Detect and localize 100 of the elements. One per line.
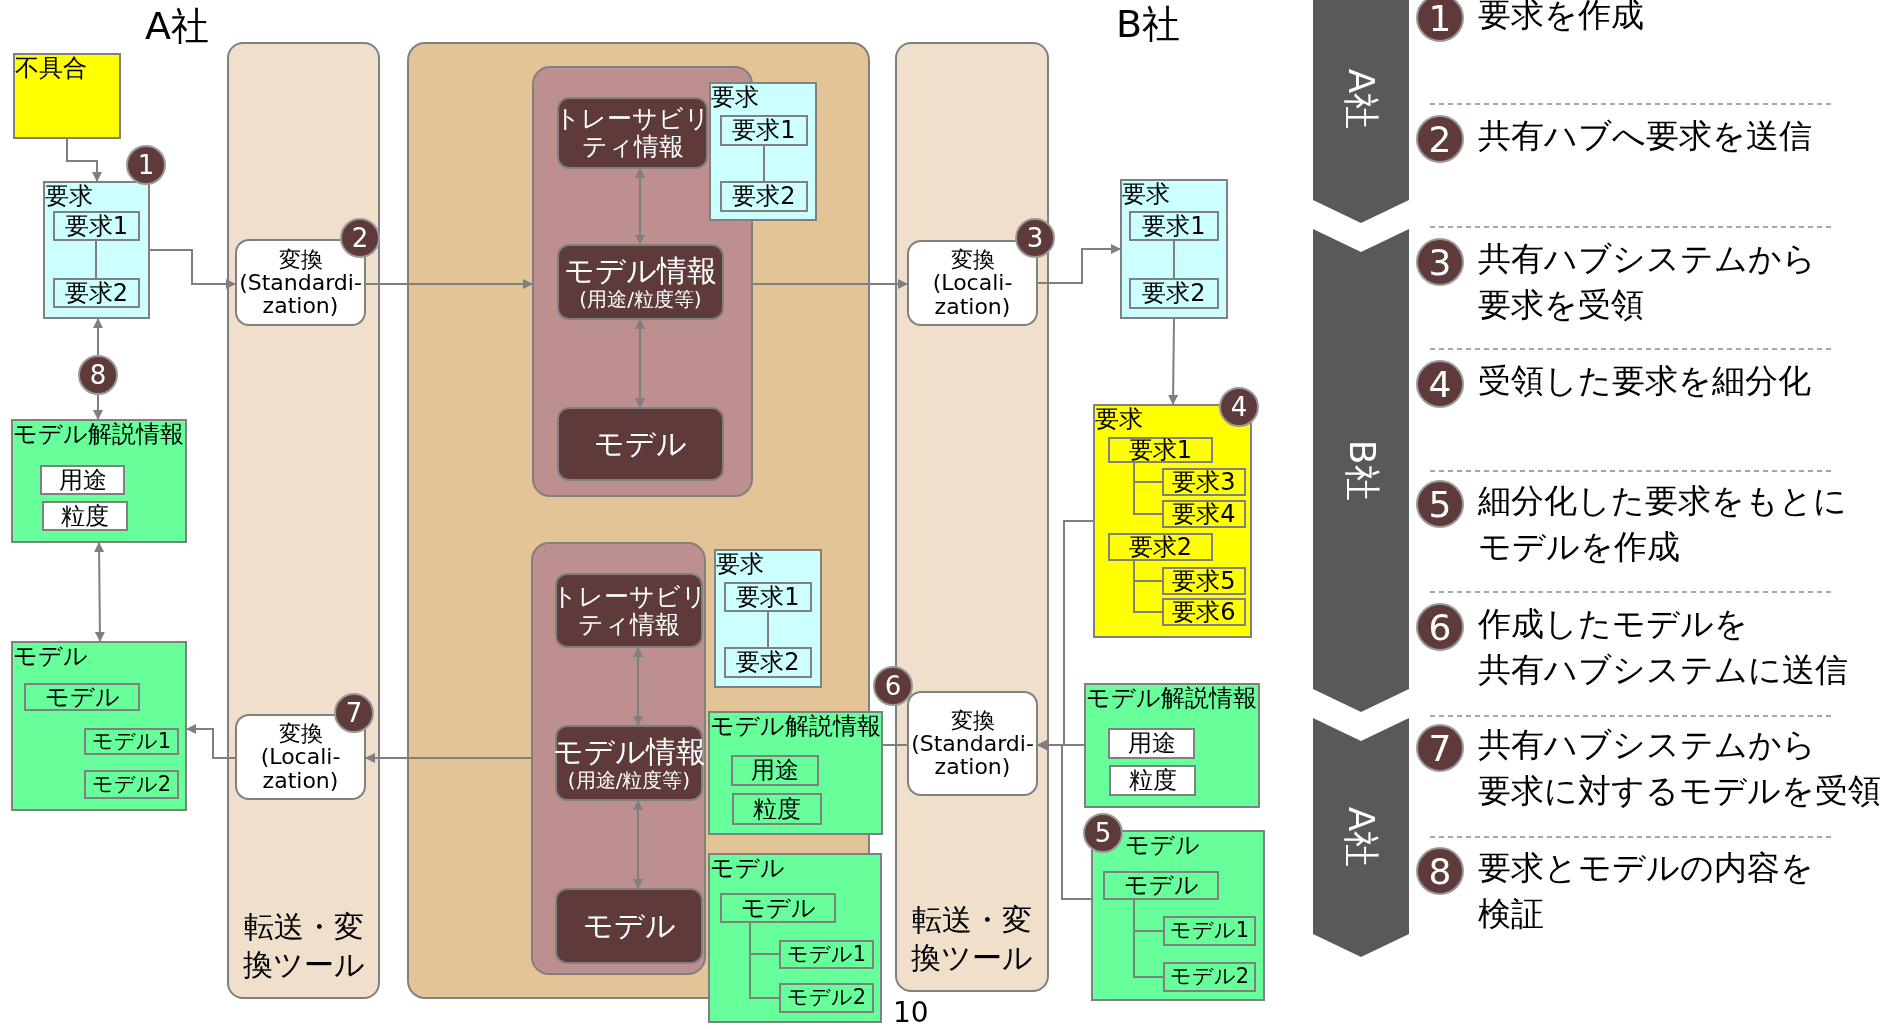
box-title: 要求 — [1095, 406, 1143, 433]
arrow — [1037, 244, 1121, 284]
arrow — [66, 138, 102, 182]
item-label: 要求2 — [1128, 533, 1193, 561]
block-label: モデル情報 — [564, 254, 717, 288]
arrow — [186, 724, 236, 759]
step-number: 6 — [1416, 603, 1464, 651]
item-label: 要求1 — [1142, 212, 1206, 240]
item-box — [720, 893, 836, 923]
connector-line — [1133, 462, 1163, 515]
arrow — [752, 279, 908, 289]
band-label: A社 — [1340, 69, 1382, 130]
item-box — [732, 793, 822, 825]
item-label: 要求6 — [1172, 598, 1236, 626]
connector-line — [763, 145, 765, 182]
band-label: A社 — [1340, 807, 1382, 868]
box-title: 要求 — [716, 551, 764, 578]
box-title: 要求 — [711, 84, 759, 111]
item-label: 用途 — [1127, 730, 1176, 757]
block-label: 変換 — [950, 248, 995, 272]
item-box — [779, 940, 874, 969]
item-label: 粒度 — [61, 502, 109, 530]
column-label: 転送・変換ツール — [911, 901, 1033, 976]
info-box — [1084, 683, 1260, 808]
item-box — [1162, 500, 1246, 528]
info-block — [557, 407, 724, 481]
step-text: 共有ハブシステムから要求に対するモデルを受領 — [1478, 724, 1881, 812]
box-title: モデル — [710, 855, 785, 882]
item-box — [1129, 211, 1219, 241]
info-box — [11, 419, 187, 543]
chevron-band — [1313, 718, 1409, 957]
block-label: (用途/粒度等) — [567, 768, 691, 791]
item-label: モデル1 — [1169, 919, 1250, 943]
info-block — [555, 573, 703, 648]
block-label: (Locali-zation) — [260, 745, 341, 792]
step-text: 共有ハブシステムから要求を受領 — [1478, 238, 1816, 326]
item-label: 要求1 — [732, 117, 796, 144]
connector-line — [95, 240, 97, 279]
item-label: 要求1 — [736, 583, 800, 611]
band-label: B社 — [1340, 440, 1382, 501]
step-number: 8 — [1416, 847, 1464, 895]
note-box — [13, 53, 121, 139]
item-box — [1108, 533, 1213, 561]
item-label: 要求1 — [1128, 436, 1193, 464]
item-box — [24, 683, 140, 711]
item-box — [1162, 468, 1246, 496]
item-box — [720, 181, 808, 212]
item-label: 用途 — [751, 757, 799, 784]
box-title: モデル — [13, 643, 88, 670]
number-badge: 6 — [873, 666, 913, 706]
item-label: 用途 — [58, 466, 107, 494]
item-label: モデル1 — [91, 729, 172, 754]
requirement-box — [43, 181, 150, 319]
block-label: モデル情報 — [552, 735, 704, 769]
item-label: 要求2 — [732, 183, 796, 210]
page-number: 10 — [893, 999, 929, 1027]
block-label: 変換 — [278, 722, 323, 746]
number-badge: 5 — [1083, 813, 1123, 853]
item-label: モデル — [44, 683, 120, 711]
requirement-box — [709, 82, 817, 221]
block-label: モデル — [594, 427, 687, 461]
connector-line — [1133, 899, 1164, 978]
number-badge: 4 — [1219, 387, 1259, 427]
item-label: モデル2 — [786, 986, 867, 1010]
arrow — [365, 753, 532, 763]
chevron-band — [1313, 229, 1409, 712]
item-box — [1108, 437, 1213, 463]
item-label: 粒度 — [753, 795, 801, 823]
block-label: 変換 — [950, 708, 995, 732]
arrow — [1037, 740, 1092, 900]
block-label: トレーサビリティ情報 — [555, 105, 710, 161]
item-box — [779, 983, 874, 1013]
item-label: 要求5 — [1172, 567, 1236, 595]
number-badge: 8 — [78, 355, 118, 395]
item-box — [42, 501, 128, 531]
arrow — [93, 318, 103, 420]
block-label: トレーサビリティ情報 — [551, 582, 704, 639]
step-text: 細分化した要求をもとにモデルを作成 — [1478, 480, 1847, 568]
box-title: 要求 — [45, 183, 93, 210]
item-label: 要求1 — [64, 212, 129, 240]
step-number: 5 — [1416, 480, 1464, 528]
box-title: 不具合 — [15, 55, 87, 82]
item-label: 要求3 — [1172, 468, 1236, 496]
arrow — [94, 542, 105, 642]
item-label: モデル2 — [91, 772, 172, 797]
tool-column — [227, 42, 380, 999]
chevron-band — [1313, 0, 1409, 223]
step-number: 3 — [1416, 238, 1464, 286]
item-box — [53, 211, 140, 241]
column-label: 転送・変換ツール — [242, 908, 365, 983]
item-box — [724, 647, 812, 678]
arrow — [149, 249, 236, 289]
step-text: 要求とモデルの内容を検証 — [1478, 847, 1814, 935]
arrow — [633, 647, 643, 726]
item-label: 要求2 — [736, 649, 800, 676]
info-box — [708, 711, 883, 835]
item-box — [1103, 871, 1219, 900]
item-box — [731, 755, 819, 786]
info-block — [557, 97, 708, 169]
info-block — [555, 888, 703, 964]
